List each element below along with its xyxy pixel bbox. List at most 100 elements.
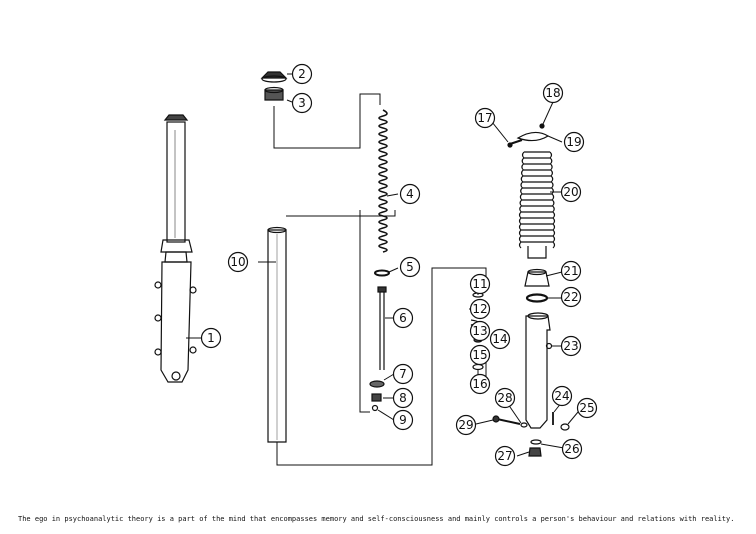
callout-number: 14	[492, 332, 507, 346]
fork-tube	[267, 226, 287, 443]
callout-circle	[392, 409, 414, 431]
drain-washer	[530, 439, 542, 445]
callout-number: 26	[564, 442, 579, 456]
callout-19: 19	[563, 131, 585, 153]
callout-29: 29	[455, 414, 477, 436]
callout-number: 22	[563, 290, 578, 304]
callout-circle	[474, 107, 496, 129]
callout-15: 15	[469, 344, 491, 366]
callout-group: 1234567891011121314151617181920212223242…	[200, 63, 598, 467]
callout-circle	[560, 260, 582, 282]
callout-circle	[551, 385, 573, 407]
callout-number: 29	[458, 418, 473, 432]
dust-boot	[518, 151, 556, 259]
callout-circle	[560, 181, 582, 203]
valve-base	[472, 363, 484, 371]
rod-clip	[371, 404, 379, 412]
callout-4: 4	[399, 183, 421, 205]
dust-seal	[524, 268, 550, 287]
rod-bush	[371, 393, 382, 402]
callout-number: 24	[554, 389, 569, 403]
callout-23: 23	[560, 335, 582, 357]
callout-10: 10	[227, 251, 249, 273]
callout-21: 21	[560, 260, 582, 282]
callout-8: 8	[392, 387, 414, 409]
callout-11: 11	[469, 273, 491, 295]
callout-number: 13	[472, 324, 487, 338]
oil-seal	[525, 293, 549, 303]
fork-spring	[378, 109, 388, 253]
callout-number: 15	[472, 348, 487, 362]
callout-number: 8	[399, 391, 407, 405]
callout-number: 4	[406, 187, 414, 201]
callout-number: 19	[566, 135, 581, 149]
callout-number: 23	[563, 339, 578, 353]
clamp-pin	[539, 123, 545, 129]
callout-circle	[469, 344, 491, 366]
callout-24: 24	[551, 385, 573, 407]
callout-number: 16	[472, 377, 487, 391]
callout-circle	[469, 373, 491, 395]
callout-13: 13	[469, 320, 491, 342]
callout-circle	[455, 414, 477, 436]
callout-number: 1	[207, 331, 215, 345]
callout-1: 1	[200, 327, 222, 349]
callout-26: 26	[561, 438, 583, 460]
callout-number: 7	[399, 367, 407, 381]
caption-text: The ego in psychoanalytic theory is a pa…	[18, 515, 735, 523]
callout-circle	[494, 445, 516, 467]
callout-14: 14	[489, 328, 511, 350]
callout-27: 27	[494, 445, 516, 467]
callout-circle	[200, 327, 222, 349]
callout-7: 7	[392, 363, 414, 385]
callout-number: 5	[406, 260, 414, 274]
callout-number: 12	[472, 302, 487, 316]
spring-seat-ring	[374, 269, 390, 277]
callout-circle	[392, 363, 414, 385]
callout-number: 27	[497, 449, 512, 463]
callout-number: 20	[563, 185, 578, 199]
callout-circle	[560, 286, 582, 308]
callout-number: 10	[230, 255, 245, 269]
callout-circle	[469, 273, 491, 295]
callout-number: 17	[477, 111, 492, 125]
fork-slider	[525, 312, 553, 429]
callout-number: 21	[563, 264, 578, 278]
callout-3: 3	[291, 92, 313, 114]
callout-circle	[469, 298, 491, 320]
callout-16: 16	[469, 373, 491, 395]
callout-18: 18	[542, 82, 564, 104]
callout-number: 28	[497, 391, 512, 405]
callout-circle	[563, 131, 585, 153]
callout-circle	[469, 320, 491, 342]
callout-28: 28	[494, 387, 516, 409]
rod-washer	[369, 380, 385, 388]
callout-circle	[399, 256, 421, 278]
cap-nut	[260, 71, 288, 83]
callout-number: 11	[472, 277, 487, 291]
callout-2: 2	[291, 63, 313, 85]
drain-bolt	[528, 447, 542, 457]
damper-rod	[377, 286, 387, 370]
callout-number: 25	[579, 401, 594, 415]
top-washer	[264, 86, 284, 101]
connector-lines	[186, 73, 579, 466]
callout-circle	[291, 63, 313, 85]
callout-circle	[560, 335, 582, 357]
callout-17: 17	[474, 107, 496, 129]
callout-number: 9	[399, 413, 407, 427]
callout-number: 18	[545, 86, 560, 100]
pinch-bolt	[496, 418, 521, 425]
fork-leg-assembly	[154, 114, 197, 383]
callout-circle	[291, 92, 313, 114]
callout-circle	[542, 82, 564, 104]
callout-number: 3	[298, 96, 306, 110]
callout-20: 20	[560, 181, 582, 203]
callout-circle	[227, 251, 249, 273]
callout-number: 2	[298, 67, 306, 81]
callout-circle	[561, 438, 583, 460]
pinch-bolt-head	[492, 415, 500, 423]
clamp-screw	[509, 139, 523, 145]
boot-clamp	[516, 131, 550, 142]
